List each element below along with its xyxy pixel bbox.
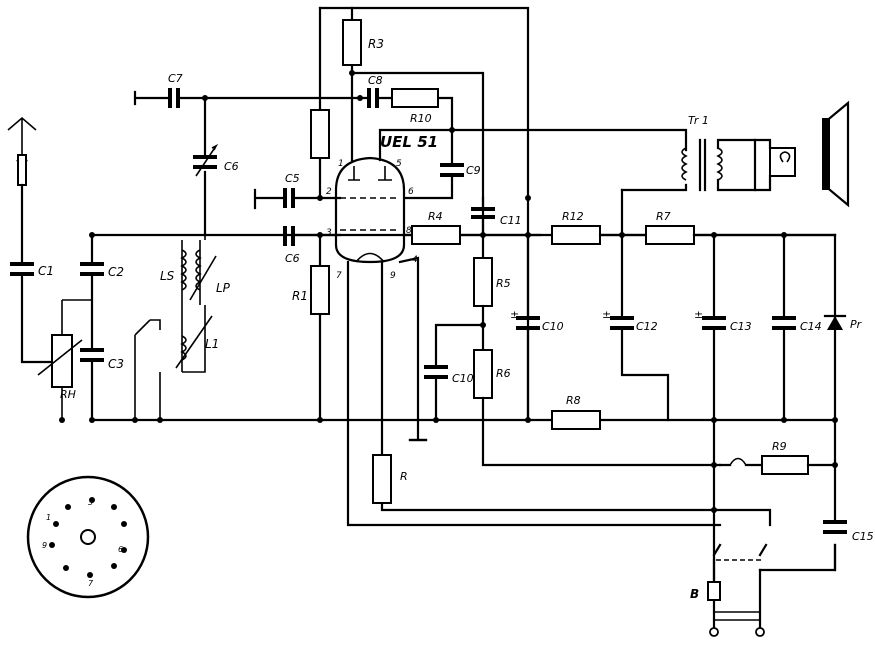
svg-text:UEL 51: UEL 51 xyxy=(380,133,438,151)
capacitor-c11: C11 xyxy=(471,207,522,227)
resistor-r10: R10 xyxy=(391,88,439,125)
capacitor-c14: C14 xyxy=(772,316,822,333)
svg-text:R4: R4 xyxy=(428,210,443,223)
resistor-r7: R7 xyxy=(645,210,695,245)
svg-text:C12: C12 xyxy=(636,320,658,333)
coil-l1: L1 xyxy=(175,315,219,372)
svg-text:8: 8 xyxy=(406,226,412,236)
tube-uel51: UEL 51 1 2 5 6 3 8 7 9 4 xyxy=(326,133,438,281)
svg-text:±: ± xyxy=(602,308,611,321)
svg-text:C6: C6 xyxy=(285,252,300,265)
svg-text:7: 7 xyxy=(336,271,342,281)
antenna xyxy=(7,116,37,186)
svg-text:C8: C8 xyxy=(368,74,383,87)
resistor-r6: R6 xyxy=(473,349,511,399)
svg-text:C5: C5 xyxy=(285,172,300,185)
svg-text:9: 9 xyxy=(42,541,47,550)
rectifier-pr: Pr xyxy=(823,314,863,331)
svg-text:C11: C11 xyxy=(500,214,522,227)
svg-text:R1: R1 xyxy=(292,289,308,303)
svg-text:C9: C9 xyxy=(466,164,481,177)
svg-text:2: 2 xyxy=(326,187,332,197)
svg-text:3: 3 xyxy=(88,498,93,507)
svg-text:C2: C2 xyxy=(108,265,124,279)
speaker xyxy=(753,100,850,208)
svg-text:7: 7 xyxy=(88,579,94,588)
svg-text:R7: R7 xyxy=(656,210,671,223)
svg-text:R5: R5 xyxy=(496,277,511,290)
coil-ls: LS xyxy=(160,240,187,300)
svg-text:6: 6 xyxy=(118,545,123,554)
capacitor-c6-input: C6 xyxy=(283,226,300,265)
capacitor-c5: C5 xyxy=(283,172,300,208)
resistor-r9: R9 xyxy=(761,440,809,475)
svg-text:RH: RH xyxy=(60,388,76,401)
capacitor-c10: C10 xyxy=(424,365,474,385)
svg-text:5: 5 xyxy=(396,159,402,169)
svg-text:R12: R12 xyxy=(562,210,584,223)
capacitor-c9: C9 xyxy=(440,163,481,177)
svg-text:±: ± xyxy=(510,308,519,321)
svg-text:R9: R9 xyxy=(772,440,787,453)
svg-text:R8: R8 xyxy=(566,394,581,407)
resistor-r8: R8 xyxy=(551,394,601,430)
resistor-r4: R4 xyxy=(411,210,461,245)
svg-text:1: 1 xyxy=(338,159,344,169)
svg-text:±: ± xyxy=(694,308,703,321)
svg-text:LS: LS xyxy=(160,269,175,283)
svg-text:B: B xyxy=(690,587,699,601)
svg-text:9: 9 xyxy=(390,271,396,281)
capacitor-c13: ± C13 xyxy=(694,308,752,333)
capacitor-c8: C8 xyxy=(367,74,383,108)
svg-text:LP: LP xyxy=(216,281,231,295)
variable-capacitor-c6: C6 xyxy=(193,143,239,177)
resistor-r5: R5 xyxy=(473,257,511,307)
svg-text:C13: C13 xyxy=(730,320,752,333)
resistor-r12: R12 xyxy=(551,210,601,245)
svg-text:Tr 1: Tr 1 xyxy=(688,114,709,127)
tube-socket-diagram: 3 1 9 6 7 xyxy=(26,475,150,599)
svg-text:C1: C1 xyxy=(38,264,54,278)
capacitor-c16: ± C10 xyxy=(510,308,564,333)
svg-text:C10: C10 xyxy=(542,320,564,333)
svg-text:C6: C6 xyxy=(224,160,239,173)
svg-text:C10: C10 xyxy=(452,372,474,385)
svg-text:R6: R6 xyxy=(496,367,511,380)
capacitor-c12: ± C12 xyxy=(602,308,658,333)
svg-text:3: 3 xyxy=(326,228,332,238)
svg-text:C3: C3 xyxy=(108,357,124,371)
resistor-r1: R1 xyxy=(292,265,330,315)
capacitor-c1: C1 xyxy=(10,262,54,278)
coil-lp: LP xyxy=(189,240,231,305)
svg-text:6: 6 xyxy=(408,187,414,197)
capacitor-c15: C15 xyxy=(823,520,874,543)
svg-text:R: R xyxy=(400,470,408,483)
capacitor-c3: C3 xyxy=(80,348,124,371)
svg-text:C15: C15 xyxy=(852,530,874,543)
svg-text:4: 4 xyxy=(412,255,418,265)
resistor-r: R xyxy=(372,454,408,504)
transformer-tr1: Tr 1 xyxy=(681,114,723,192)
capacitor-c2: C2 xyxy=(80,262,124,279)
junction-dots xyxy=(59,195,838,513)
svg-text:C14: C14 xyxy=(800,320,822,333)
svg-text:1: 1 xyxy=(46,513,51,522)
battery-b: B xyxy=(690,581,721,601)
svg-text:Pr: Pr xyxy=(850,318,863,331)
resistor-grid xyxy=(310,109,330,159)
svg-text:C7: C7 xyxy=(168,72,183,85)
resistor-r3: R3 xyxy=(342,19,384,66)
svg-text:L1: L1 xyxy=(205,337,219,351)
capacitor-c7: C7 xyxy=(168,72,183,108)
svg-text:R3: R3 xyxy=(368,37,384,51)
svg-text:R10: R10 xyxy=(410,112,432,125)
potentiometer-rh: RH xyxy=(37,299,92,420)
